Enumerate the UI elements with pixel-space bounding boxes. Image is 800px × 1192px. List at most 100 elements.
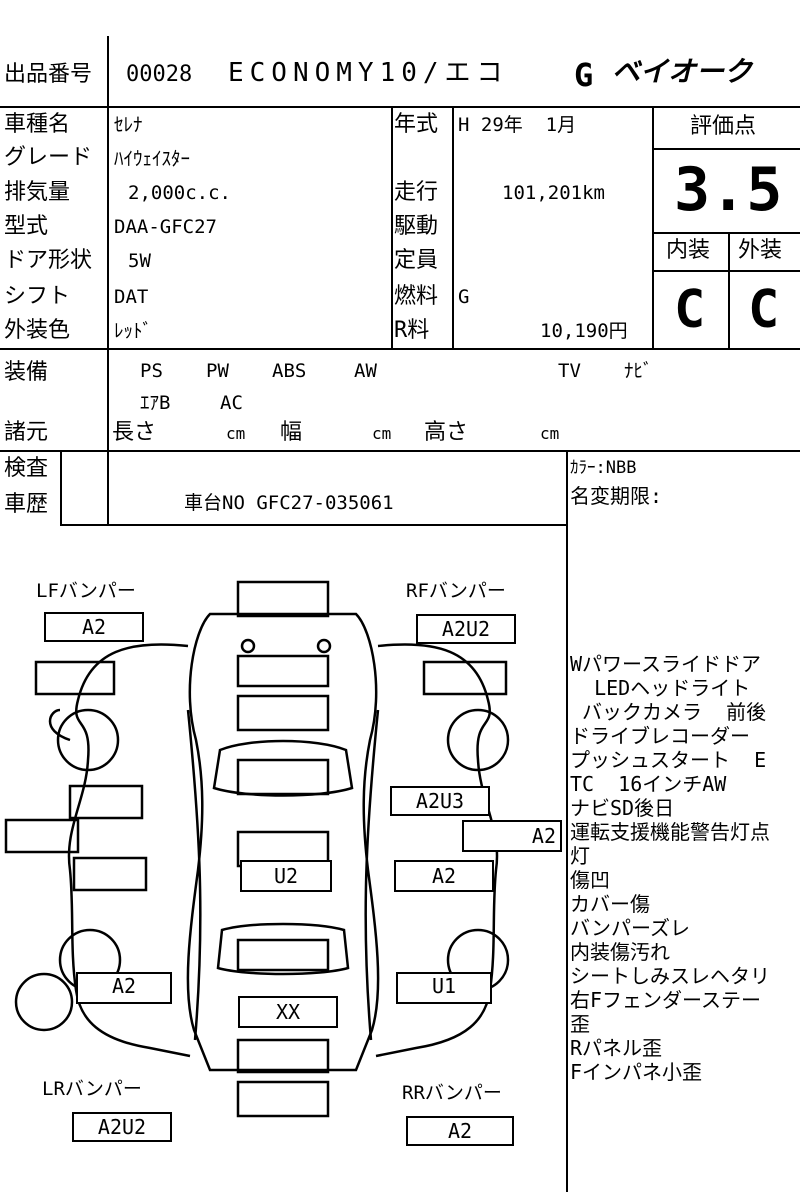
- remark-line: LEDヘッドライト: [570, 676, 751, 700]
- right-side-damage: A2: [462, 820, 562, 852]
- color-value: ﾚｯﾄﾞ: [114, 320, 153, 342]
- lot-number: 00028: [126, 62, 193, 87]
- specs-label: 諸元: [4, 420, 49, 445]
- remark-line: カバー傷: [570, 892, 650, 916]
- fee-label: R料: [394, 318, 430, 343]
- equip-ac: AC: [220, 392, 243, 414]
- height-unit: cm: [540, 424, 560, 443]
- left-rear-door-panel: [72, 856, 148, 892]
- left-column-divider: [107, 36, 109, 526]
- remark-line: バックカメラ 前後: [570, 700, 767, 724]
- remark-line: 運転支援機能警告灯点: [570, 820, 770, 844]
- equip-navi: ﾅﾋﾞ: [624, 360, 653, 382]
- rf-bumper-damage: A2U2: [416, 614, 516, 644]
- equipment-label: 装備: [4, 360, 49, 385]
- remark-line: Fインパネ小歪: [570, 1060, 703, 1084]
- venue-name: ECONOMY10/エコ: [228, 58, 509, 88]
- left-rear-quarter-damage: A2: [76, 972, 172, 1004]
- score-label: 評価点: [690, 114, 757, 139]
- header-divider: [0, 106, 800, 108]
- score-divider: [652, 106, 654, 350]
- displacement-value: 2,000c.c.: [128, 182, 231, 204]
- brand-name: ベイオーク: [612, 55, 753, 88]
- mid-value-divider: [452, 106, 454, 350]
- remark-line: 傷凹: [570, 868, 610, 892]
- length-unit: cm: [226, 424, 246, 443]
- right-side-lower: [364, 709, 380, 1041]
- hood-panel-2: [236, 694, 330, 732]
- rf-bumper-label: RFバンパー: [406, 580, 506, 602]
- score-label-line: [652, 148, 800, 150]
- equip-abs: ABS: [272, 360, 307, 382]
- grade-value: ﾊｲｳｪｲｽﾀｰ: [114, 148, 191, 170]
- lf-bumper-damage: A2: [44, 612, 144, 642]
- remark-line: Rパネル歪: [570, 1036, 663, 1060]
- remark-line: TC 16インチAW: [570, 772, 727, 796]
- capacity-label: 定員: [394, 248, 439, 273]
- hood-panel: [236, 654, 330, 688]
- mid-column-divider: [391, 106, 393, 350]
- inspection-top-line: [0, 450, 800, 452]
- rr-bumper-label: RRバンパー: [402, 1082, 502, 1104]
- fee-value: 10,190円: [540, 320, 628, 342]
- color-label: 外装色: [4, 318, 71, 343]
- right-rear-door-damage: A2: [394, 860, 494, 892]
- top-body-outline: [186, 612, 380, 1072]
- equip-airbag: ｴｱB: [140, 392, 171, 414]
- model-label: 型式: [4, 214, 49, 239]
- right-front-fender-panel: [422, 660, 508, 696]
- right-mirror-icon: [316, 638, 332, 654]
- fuel-value: G: [458, 286, 470, 308]
- remark-line: 歪: [570, 1012, 590, 1036]
- car-name-label: 車種名: [4, 112, 71, 137]
- remark-line: シートしみスレヘタリ: [570, 964, 770, 988]
- front-glass-panel: [236, 758, 330, 796]
- equip-aw: AW: [354, 360, 377, 382]
- mileage-label: 走行: [394, 180, 439, 205]
- fuel-label: 燃料: [394, 284, 439, 309]
- rr-bumper-damage: A2: [406, 1116, 514, 1146]
- drive-label: 駆動: [394, 214, 439, 239]
- shift-value: DAT: [114, 286, 149, 308]
- remark-line: ドライブレコーダー: [570, 724, 750, 748]
- shift-label: シフト: [4, 284, 71, 309]
- brand-logo-icon: G: [574, 56, 594, 94]
- equip-ps: PS: [140, 360, 163, 382]
- rear-window: [216, 922, 350, 976]
- right-front-door-damage: A2U3: [390, 786, 490, 816]
- car-name-value: ｾﾚﾅ: [114, 114, 143, 136]
- rear-gate-panel: [236, 1038, 330, 1074]
- model-value: DAA-GFC27: [114, 216, 217, 238]
- right-rear-quarter-damage: U1: [396, 972, 492, 1004]
- year-value: H 29年 1月: [458, 114, 577, 136]
- score-value: 3.5: [674, 155, 783, 225]
- equipment-top-line: [0, 348, 800, 350]
- history-label: 車歴: [4, 492, 49, 517]
- exterior-label: 外装: [738, 238, 783, 263]
- mileage-value: 101,201km: [502, 182, 605, 204]
- remarks-divider: [566, 450, 568, 1192]
- equip-tv: TV: [558, 360, 581, 382]
- left-front-door-panel: [68, 784, 144, 820]
- rear-glass-panel: [236, 938, 330, 972]
- int-ext-line: [652, 270, 800, 272]
- spare-wheel-outline: [14, 972, 74, 1032]
- chassis-number: 車台NO GFC27-035061: [184, 492, 394, 514]
- height-label: 高さ: [424, 420, 469, 445]
- interior-grade: C: [674, 280, 706, 340]
- length-label: 長さ: [112, 420, 157, 445]
- windshield: [212, 739, 354, 797]
- lr-bumper-damage: A2U2: [72, 1112, 172, 1142]
- left-front-fender-panel: [34, 660, 116, 696]
- right-front-wheel: [446, 708, 510, 772]
- car-body-diagram: [4, 580, 510, 1118]
- remark-line: プッシュスタート E: [570, 748, 767, 772]
- remark-line: ナビSD後日: [570, 796, 675, 820]
- inspection-bottom-line: [60, 524, 566, 526]
- inspection-label-divider: [60, 450, 62, 526]
- remarks-list: Wパワースライドドア LEDヘッドライト バックカメラ 前後 ドライブレコーダー…: [570, 652, 798, 1084]
- color-code: ｶﾗｰ:NBB: [570, 458, 637, 478]
- year-label: 年式: [394, 112, 439, 137]
- remark-line: 右Fフェンダーステー: [570, 988, 762, 1012]
- left-mirror-icon: [240, 638, 256, 654]
